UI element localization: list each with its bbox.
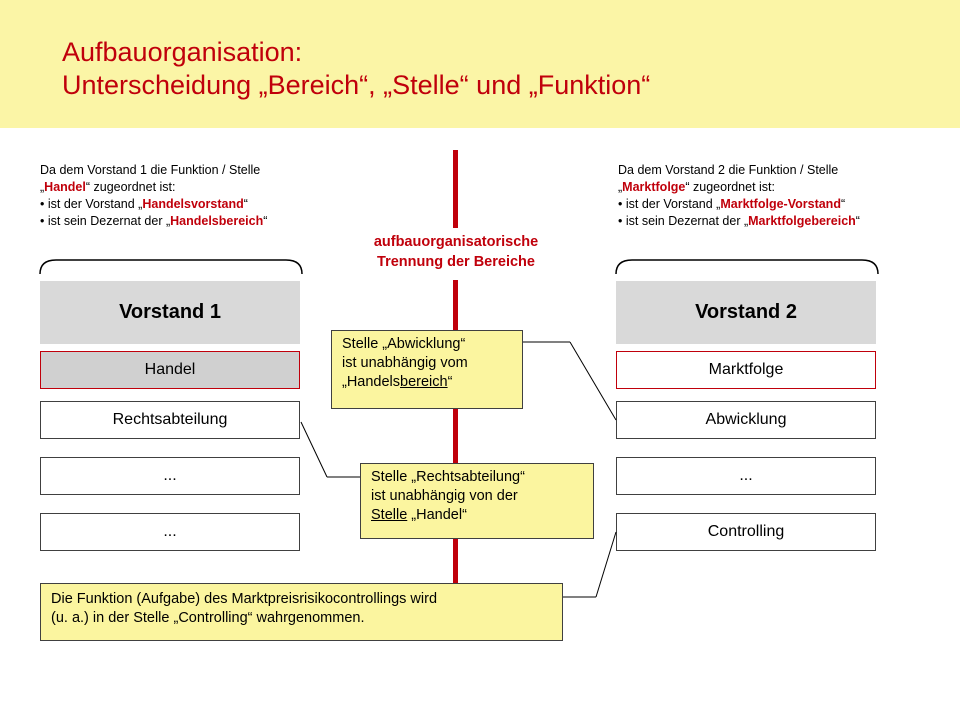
left-note-quote: „: [40, 180, 45, 194]
connector-controlling-diag: [595, 531, 617, 598]
right-note-line-3-prefix: • ist der Vorstand „: [618, 197, 721, 211]
callout-recht-underlined: Stelle: [371, 507, 408, 523]
right-note-quote: „: [618, 180, 623, 194]
callout-abwicklung: Stelle „Abwicklung“ ist unabhängig vom „…: [331, 330, 523, 409]
right-note-line-2: „Marktfolge“ zugeordnet ist:: [618, 179, 860, 196]
right-note-line-4: • ist sein Dezernat der „Marktfolgeberei…: [618, 213, 860, 230]
unit-left-placeholder-2: ...: [40, 513, 300, 551]
title-banner: [0, 0, 960, 128]
callout-recht-line-1: Stelle „Rechtsabteilung“: [371, 469, 525, 485]
callout-abwicklung-line-3: „Handelsbereich“: [342, 373, 512, 392]
left-note-line-4: • ist sein Dezernat der „Handelsbereich“: [40, 213, 267, 230]
right-note-line-2-rest: “ zugeordnet ist:: [685, 180, 776, 194]
page-title: Aufbauorganisation: Unterscheidung „Bere…: [62, 36, 650, 102]
right-note-highlight-vorstand: Marktfolge-Vorstand: [720, 197, 841, 211]
unit-abwicklung: Abwicklung: [616, 401, 876, 439]
unit-marktfolge: Marktfolge: [616, 351, 876, 389]
unit-rechtsabteilung: Rechtsabteilung: [40, 401, 300, 439]
left-note-line-4-prefix: • ist sein Dezernat der „: [40, 214, 171, 228]
vorstand-2-box: Vorstand 2: [616, 281, 876, 344]
left-note: Da dem Vorstand 1 die Funktion / Stelle …: [40, 162, 267, 230]
callout-abwicklung-underlined: bereich: [400, 374, 448, 390]
callout-recht-line-3: Stelle „Handel“: [371, 506, 583, 525]
separator-label-line-1: aufbauorganisatorische: [373, 234, 539, 250]
connector-recht: [300, 421, 328, 478]
left-note-line-3-prefix: • ist der Vorstand „: [40, 197, 143, 211]
right-brace: [615, 259, 879, 275]
callout-controlling-line-1: Die Funktion (Aufgabe) des Marktpreisris…: [51, 591, 438, 607]
right-note-line-3: • ist der Vorstand „Marktfolge-Vorstand“: [618, 196, 860, 213]
callout-abwicklung-suffix: “: [447, 374, 453, 390]
separator-label: aufbauorganisatorische Trennung der Bere…: [336, 232, 576, 272]
connector-abwicklung-diag: [569, 341, 617, 421]
callout-controlling: Die Funktion (Aufgabe) des Marktpreisris…: [40, 583, 563, 641]
callout-rechtsabteilung: Stelle „Rechtsabteilung“ ist unabhängig …: [360, 463, 594, 539]
callout-controlling-line-2: (u. a.) in der Stelle „Controlling“ wahr…: [51, 610, 365, 626]
left-note-line-4-suffix: “: [263, 214, 268, 228]
vorstand-1-box: Vorstand 1: [40, 281, 300, 344]
separator-line-bottom: [453, 280, 458, 583]
unit-controlling: Controlling: [616, 513, 876, 551]
left-note-highlight-vorstand: Handelsvorstand: [142, 197, 244, 211]
right-note-line-4-suffix: “: [855, 214, 860, 228]
left-brace: [39, 259, 303, 275]
callout-abwicklung-line-1: Stelle „Abwicklung“: [342, 336, 466, 352]
callout-abwicklung-prefix: „Handels: [342, 374, 401, 390]
right-note-highlight-marktfolge: Marktfolge: [622, 180, 686, 194]
callout-recht-suffix: „Handel“: [407, 507, 467, 523]
right-note-line-3-suffix: “: [840, 197, 846, 211]
left-note-line-2: „Handel“ zugeordnet ist:: [40, 179, 267, 196]
right-note: Da dem Vorstand 2 die Funktion / Stelle …: [618, 162, 860, 230]
callout-recht-line-2: ist unabhängig von der: [371, 488, 518, 504]
separator-label-line-2: Trennung der Bereiche: [377, 254, 535, 270]
separator-line-top: [453, 150, 458, 228]
left-note-line-3: • ist der Vorstand „Handelsvorstand“: [40, 196, 267, 213]
left-note-highlight-handel: Handel: [44, 180, 86, 194]
title-line-2: Unterscheidung „Bereich“, „Stelle“ und „…: [62, 70, 651, 100]
right-note-line-4-prefix: • ist sein Dezernat der „: [618, 214, 749, 228]
unit-left-placeholder-1: ...: [40, 457, 300, 495]
left-note-highlight-bereich: Handelsbereich: [170, 214, 264, 228]
right-note-line-1: Da dem Vorstand 2 die Funktion / Stelle: [618, 163, 839, 177]
unit-right-placeholder: ...: [616, 457, 876, 495]
unit-handel: Handel: [40, 351, 300, 389]
right-note-highlight-bereich: Marktfolgebereich: [748, 214, 856, 228]
callout-abwicklung-line-2: ist unabhängig vom: [342, 355, 468, 371]
left-note-line-2-rest: “ zugeordnet ist:: [85, 180, 176, 194]
left-note-line-3-suffix: “: [243, 197, 248, 211]
title-line-1: Aufbauorganisation:: [62, 37, 303, 67]
left-note-line-1: Da dem Vorstand 1 die Funktion / Stelle: [40, 163, 261, 177]
